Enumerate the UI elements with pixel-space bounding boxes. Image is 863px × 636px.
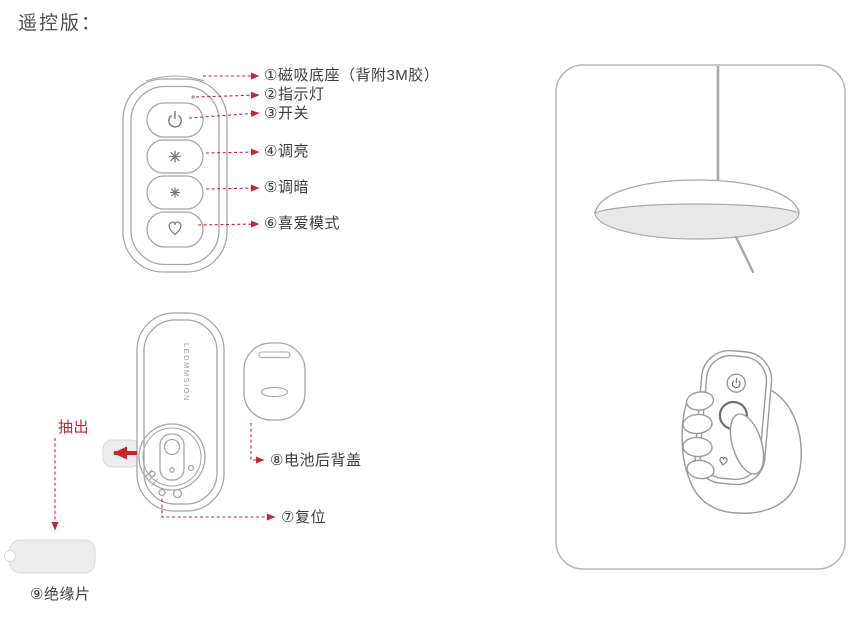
page-title: 遥控版：: [18, 13, 103, 34]
callout-battery-cover: ⑧电池后背盖: [270, 452, 362, 469]
callout-lines-front: [188, 72, 260, 228]
usage-illustration-panel: [555, 64, 846, 570]
battery-compartment: [138, 423, 206, 491]
callout-line-battery-cover: [250, 423, 265, 464]
callout-reset: ⑦复位: [281, 509, 326, 526]
battery-holder: [159, 433, 185, 481]
brightness-down-icon: [169, 187, 181, 198]
dim-button: [146, 175, 204, 210]
callout-indicator-light: ②指示灯: [264, 86, 325, 103]
power-button: [146, 102, 204, 138]
power-icon-small: [731, 377, 741, 389]
callout-line-reset: [161, 499, 276, 521]
callout-brighten: ④调亮: [264, 143, 309, 160]
grip-hatching: [145, 469, 159, 486]
power-icon: [168, 110, 182, 128]
brighten-button: [146, 139, 204, 174]
fingers: [682, 391, 765, 480]
remote-back-illustration: LEDMMSION: [102, 312, 225, 512]
brand-text: LEDMMSION: [182, 343, 191, 402]
callout-insulation-sheet: ⑨绝缘片: [30, 586, 91, 603]
callout-switch: ③开关: [264, 105, 309, 122]
magnetic-base-edge: [145, 75, 205, 82]
reset-hole: [158, 488, 166, 497]
callout-lines-back: [51, 423, 276, 531]
hand-with-remote: [681, 349, 802, 514]
cover-finger-slot: [260, 386, 289, 398]
label-pull-out: 抽出: [58, 419, 90, 436]
favorite-button: [146, 211, 204, 248]
callout-magnetic-base: ①磁吸底座（背附3M胶）: [264, 67, 440, 84]
battery-cover-illustration: [243, 342, 306, 421]
heart-icon: [168, 221, 182, 236]
thumb: [729, 413, 765, 475]
callout-favorite-mode: ⑥喜爱模式: [264, 215, 340, 232]
lamp-rod: [734, 235, 755, 274]
insulation-sheet-illustration: [4, 539, 96, 574]
brightness-up-icon: [168, 150, 182, 163]
indicator-led: [191, 95, 195, 99]
heart-icon-small: [719, 456, 728, 466]
remote-front-illustration: [122, 75, 228, 273]
cover-clip-slot: [258, 351, 291, 359]
pendant-lamp: [594, 66, 800, 274]
callout-dim: ⑤调暗: [264, 179, 309, 196]
